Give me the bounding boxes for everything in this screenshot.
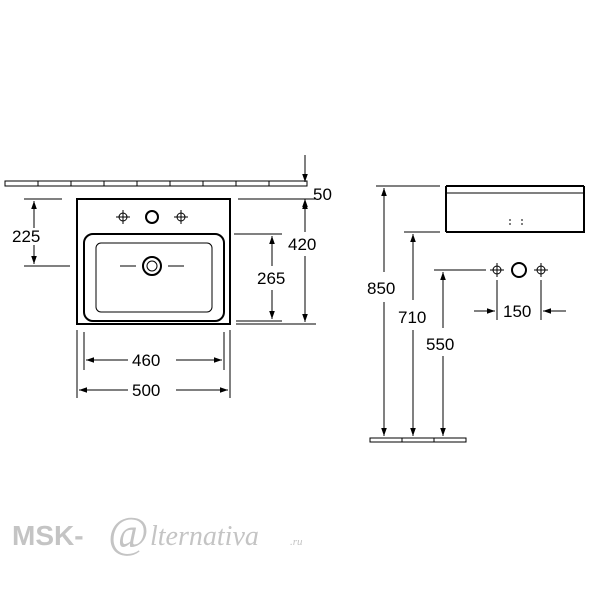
watermark-brand: MSK- bbox=[12, 520, 84, 551]
dim-tap-height: 225 bbox=[12, 198, 70, 267]
basin-outline bbox=[76, 198, 231, 325]
bowl-inner bbox=[95, 242, 213, 313]
dim-bowl-depth-label: 265 bbox=[257, 269, 285, 288]
side-tap-center bbox=[511, 262, 527, 278]
dim-wall-offset: 50 bbox=[238, 155, 332, 207]
basin-elevation bbox=[445, 185, 585, 233]
dim-tap-spacing-label: 150 bbox=[503, 302, 531, 321]
tap-hole-right bbox=[174, 210, 188, 224]
floor-strip bbox=[369, 437, 467, 443]
side-tap-left bbox=[490, 263, 504, 277]
dim-bottom-height: 710 bbox=[398, 231, 440, 436]
dim-bowl-depth: 265 bbox=[234, 233, 285, 322]
side-tap-right bbox=[534, 263, 548, 277]
tap-hole-left bbox=[116, 210, 130, 224]
dim-tap-spacing: 150 bbox=[474, 280, 566, 321]
watermark: MSK- @ lternativa .ru bbox=[12, 508, 303, 557]
drain bbox=[120, 256, 184, 276]
dim-tap-height-label: 225 bbox=[12, 227, 40, 246]
dim-depth-label: 420 bbox=[288, 235, 316, 254]
dim-depth: 420 bbox=[236, 201, 316, 325]
dim-bowl-width-label: 460 bbox=[132, 351, 160, 370]
watermark-at-sign: @ bbox=[108, 508, 148, 557]
plan-view: 50 225 420 265 bbox=[4, 155, 332, 400]
dim-rim-height: 850 bbox=[367, 185, 440, 436]
dim-total-width: 500 bbox=[76, 330, 231, 400]
wall-strip bbox=[4, 180, 308, 187]
dim-wall-offset-label: 50 bbox=[313, 185, 332, 204]
dim-bottom-height-label: 710 bbox=[398, 308, 426, 327]
dim-drain-height-label: 550 bbox=[426, 335, 454, 354]
watermark-suffix: .ru bbox=[290, 536, 303, 548]
watermark-script: lternativa bbox=[150, 521, 259, 552]
dim-total-width-label: 500 bbox=[132, 381, 160, 400]
tap-hole-center bbox=[145, 210, 159, 224]
dim-rim-height-label: 850 bbox=[367, 279, 395, 298]
dim-drain-height: 550 bbox=[426, 269, 486, 436]
side-view: 850 710 550 150 bbox=[367, 185, 585, 443]
bowl-outline bbox=[83, 233, 225, 322]
dim-bowl-width: 460 bbox=[83, 332, 225, 370]
